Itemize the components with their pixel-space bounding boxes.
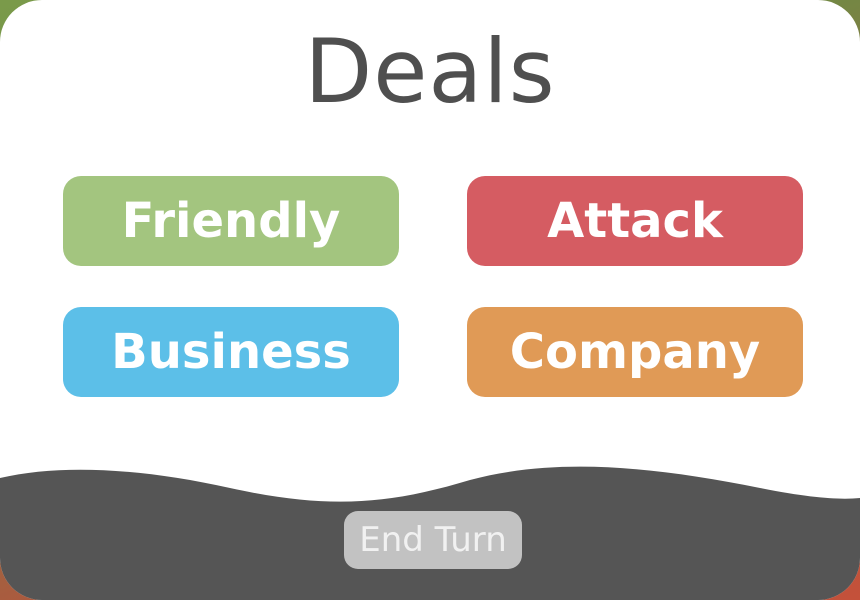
business-deal-button[interactable]: Business: [63, 307, 399, 397]
company-deal-button[interactable]: Company: [467, 307, 803, 397]
dialog-title: Deals: [304, 20, 556, 123]
attack-deal-button[interactable]: Attack: [467, 176, 803, 266]
friendly-deal-button[interactable]: Friendly: [63, 176, 399, 266]
end-turn-button[interactable]: End Turn: [344, 511, 522, 569]
